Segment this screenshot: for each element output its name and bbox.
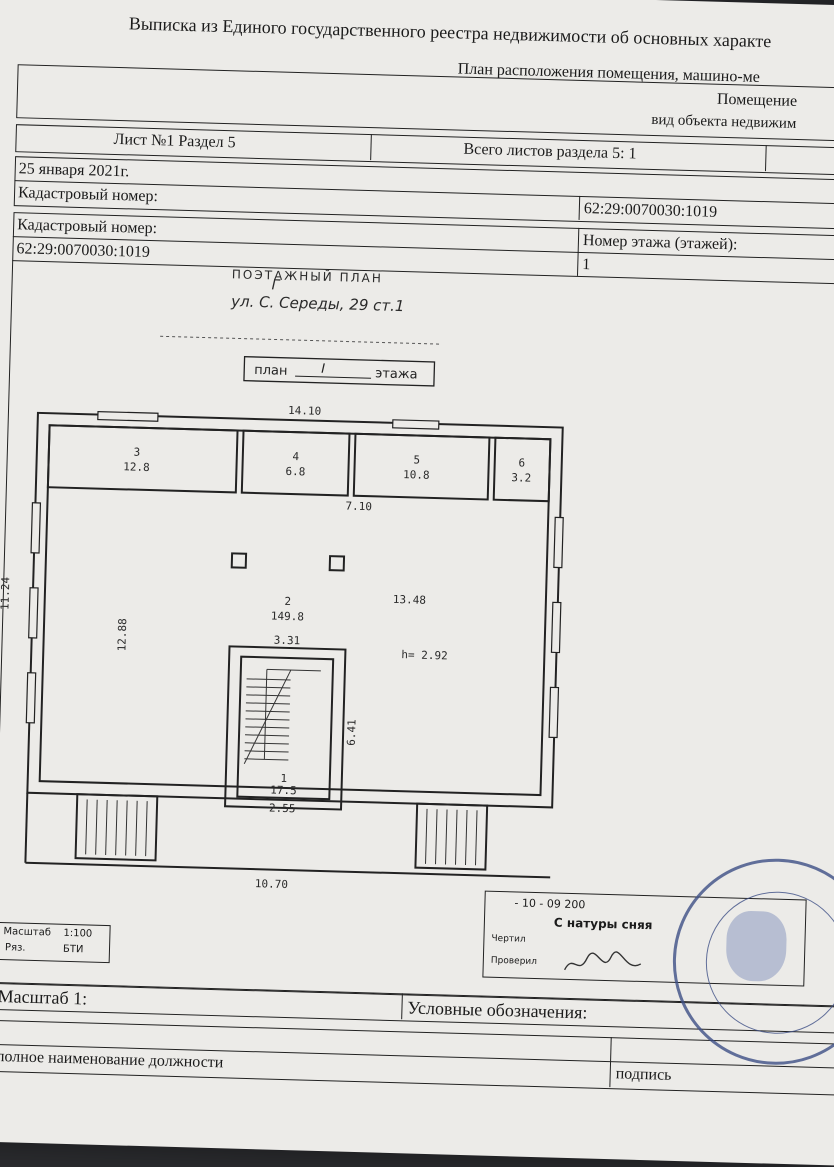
dim-height: h= 2.92 (401, 648, 448, 662)
dim-inner-right: 13.48 (393, 593, 426, 607)
room-area: 6.8 (285, 465, 305, 479)
details-cadastral-label: Кадастровый номер: (16, 216, 158, 238)
checked-by-label: Проверил (490, 955, 538, 968)
plan-letter: Г (271, 277, 280, 293)
floor-number: I (321, 362, 325, 377)
plan-address: ул. С. Середы, 29 ст.1 (230, 292, 405, 315)
bti-org-right: БТИ (62, 943, 84, 956)
footer-scale-label: Масштаб 1: (0, 986, 88, 1009)
extract-date: 25 января 2021г. (18, 160, 130, 181)
room-area: 17.5 (270, 784, 297, 798)
dim-corridor: 7.10 (345, 500, 372, 514)
survey-label: С натуры сняя (553, 915, 653, 933)
dim-inner-left: 12.88 (115, 618, 129, 651)
room-area: 149.8 (271, 609, 304, 623)
handwritten-signature (563, 951, 642, 971)
floor-plan: ПОЭТАЖНЫЙ ПЛАН Г ул. С. Середы, 29 ст.1 … (0, 266, 564, 891)
bti-scale-value: 1:100 (63, 927, 93, 940)
cadastral-label: Кадастровый номер: (17, 184, 159, 206)
object-type: Помещение (716, 90, 798, 110)
document-title: Выписка из Единого государственного реес… (128, 13, 772, 52)
drawn-by-label: Чертил (491, 933, 526, 945)
room-num: 5 (413, 453, 420, 466)
plan-heading: ПОЭТАЖНЫЙ ПЛАН (232, 266, 383, 285)
room-area: 3.2 (511, 471, 531, 485)
room-area: 12.8 (123, 460, 150, 474)
dim-left: 11.24 (0, 576, 12, 610)
bti-org-left: Ряз. (4, 942, 26, 954)
sheet-label: Лист №1 Раздел 5 (113, 130, 236, 152)
cadastral-value: 62:29:0070030:1019 (583, 200, 718, 221)
dim-bottom: 10.70 (255, 877, 288, 891)
signature-label: подпись (615, 1065, 672, 1084)
room-num: 6 (518, 456, 525, 469)
room-num: 1 (280, 772, 287, 785)
dim-top: 14.10 (288, 404, 321, 418)
dim-stair-bottom: 2.55 (269, 802, 296, 816)
bti-scale-label: Масштаб (3, 926, 52, 939)
room-num: 3 (133, 446, 140, 459)
floor-suffix: этажа (375, 366, 418, 382)
room-area: 10.8 (403, 468, 430, 482)
floor-prefix: план (254, 363, 288, 379)
room-num: 2 (284, 595, 291, 608)
dim-stair-top: 3.31 (274, 634, 301, 648)
room-num: 4 (292, 450, 299, 463)
eagle-emblem-icon (725, 910, 788, 982)
dim-stair-side: 6.41 (345, 719, 359, 746)
survey-date: - 10 - 09 200 (514, 896, 586, 912)
